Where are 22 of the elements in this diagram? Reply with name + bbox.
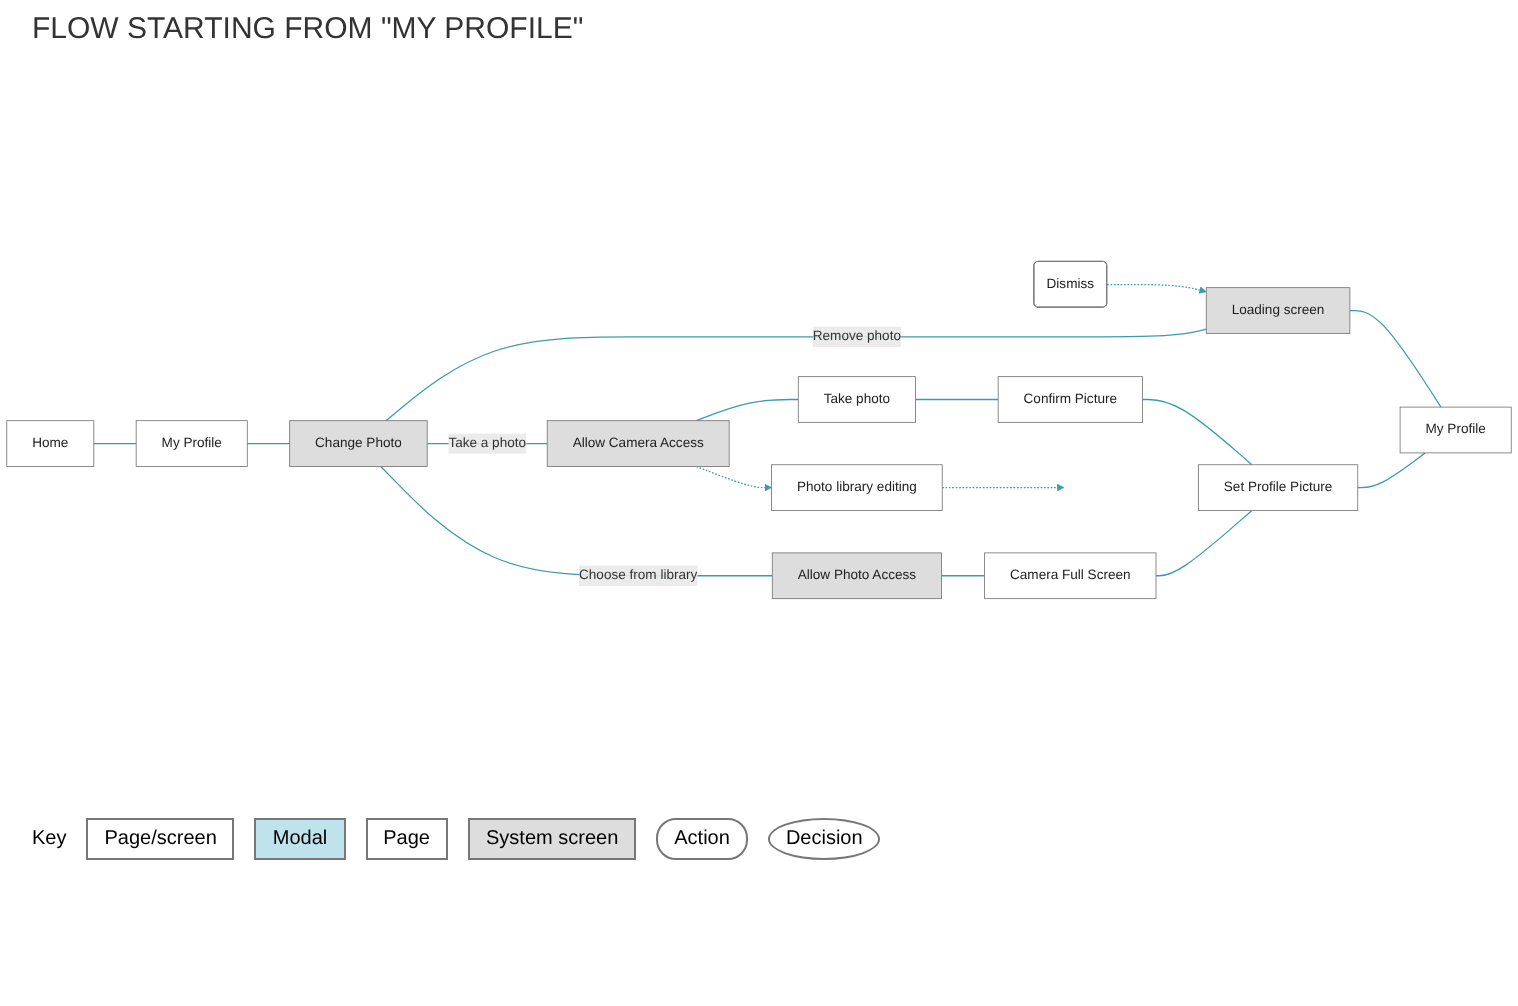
connector [940, 575, 986, 577]
legend-item: System screen [468, 818, 637, 860]
connector [246, 442, 291, 445]
legend-item: Action [656, 818, 748, 860]
legend-item: Decision [767, 818, 881, 860]
arrow [695, 465, 772, 492]
legend-heading: Key [32, 828, 67, 850]
connector [1357, 452, 1426, 489]
arrow [941, 483, 1065, 492]
connector [380, 465, 773, 577]
connector [385, 328, 1207, 422]
connector [1141, 398, 1253, 466]
connector [1349, 309, 1442, 408]
legend-item: Page/screen [86, 818, 235, 860]
connector [1155, 509, 1253, 577]
connector [914, 398, 999, 401]
connector [93, 442, 137, 445]
diagram-title: FLOW STARTING FROM "MY PROFILE" [32, 12, 586, 46]
legend-item: Modal [254, 818, 346, 860]
legend-item: Page [365, 818, 448, 860]
arrow [1106, 283, 1207, 294]
connector [695, 398, 799, 422]
